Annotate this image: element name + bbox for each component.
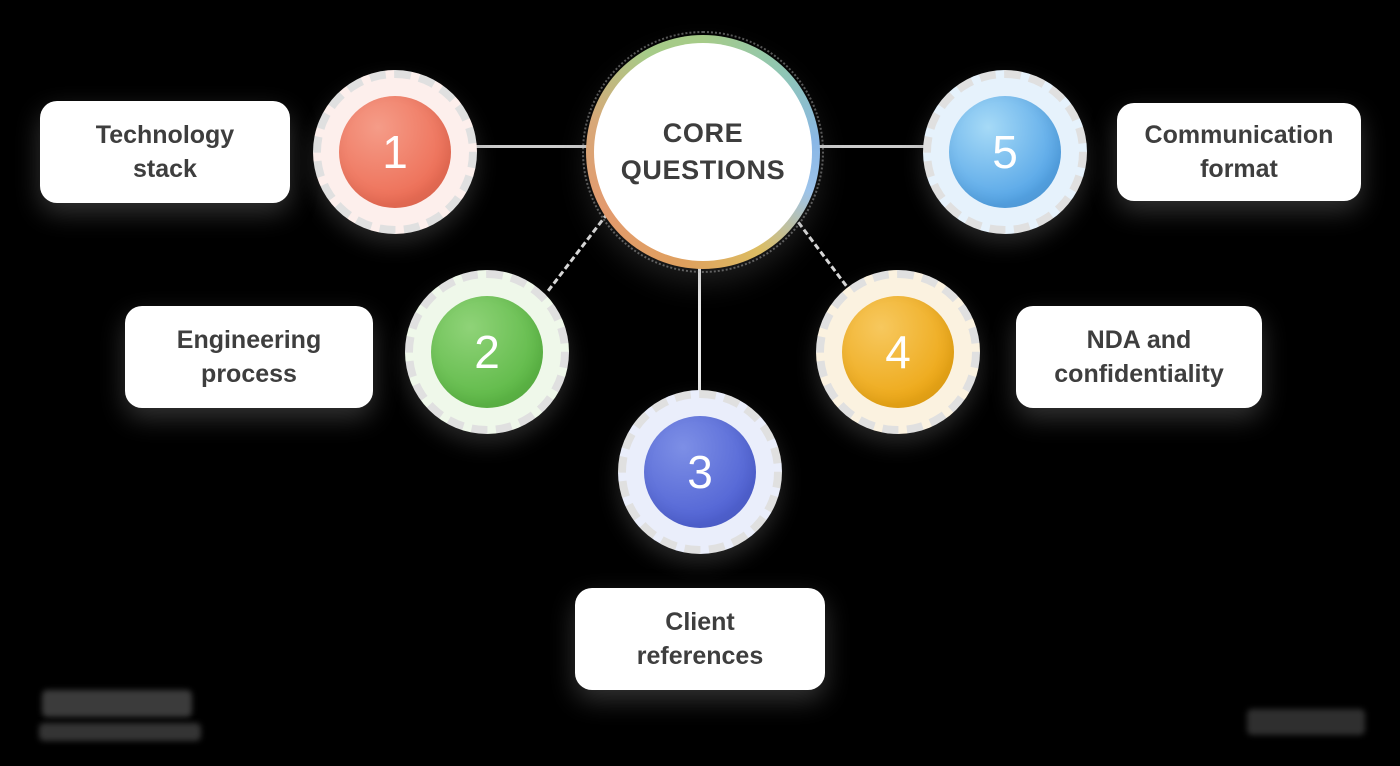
node-2-halo: 2 xyxy=(405,270,569,434)
core-title-line1: CORE xyxy=(662,118,744,148)
label-line2: process xyxy=(201,360,297,388)
label-line2: confidentiality xyxy=(1054,360,1224,388)
node-1-number: 1 xyxy=(382,126,408,178)
connector-center-to-node-2 xyxy=(546,212,609,292)
watermark-wordmark xyxy=(1247,709,1365,735)
label-line1: Communication xyxy=(1144,121,1334,149)
core-title-line2: QUESTIONS xyxy=(620,155,786,185)
node-4-halo: 4 xyxy=(816,270,980,434)
label-line2: format xyxy=(1200,155,1278,183)
node-4-number: 4 xyxy=(885,326,911,378)
label-box-communication-format: Communication format xyxy=(1117,103,1361,201)
label-line1: Client xyxy=(665,608,735,636)
node-3-number: 3 xyxy=(687,446,713,498)
connector-center-to-node-3 xyxy=(698,266,701,393)
label-line1: Engineering xyxy=(176,326,322,354)
node-3-halo: 3 xyxy=(618,390,782,554)
label-line1: NDA and xyxy=(1086,326,1192,354)
core-questions-inner: CORE QUESTIONS xyxy=(594,43,812,261)
label-line2: stack xyxy=(133,155,197,183)
node-5-halo: 5 xyxy=(923,70,1087,234)
label-box-technology-stack: Technology stack xyxy=(40,101,290,203)
node-3-circle: 3 xyxy=(644,416,756,528)
node-4-circle: 4 xyxy=(842,296,954,408)
node-1-circle: 1 xyxy=(339,96,451,208)
label-line1: Technology xyxy=(95,121,235,149)
node-2-number: 2 xyxy=(474,326,500,378)
core-questions-title: CORE QUESTIONS xyxy=(621,115,785,189)
core-questions-circle: CORE QUESTIONS xyxy=(582,31,824,273)
connector-center-to-node-5 xyxy=(813,145,936,148)
watermark-logo-subline xyxy=(39,723,201,741)
label-line2: references xyxy=(636,642,764,670)
connector-center-to-node-4 xyxy=(791,214,853,295)
node-5-circle: 5 xyxy=(949,96,1061,208)
label-box-client-references: Client references xyxy=(575,588,825,690)
node-5-number: 5 xyxy=(992,126,1018,178)
label-box-nda-confidentiality: NDA and confidentiality xyxy=(1016,306,1262,408)
node-2-circle: 2 xyxy=(431,296,543,408)
watermark-logo xyxy=(42,690,192,717)
label-box-engineering-process: Engineering process xyxy=(125,306,373,408)
connector-center-to-node-1 xyxy=(468,145,590,148)
node-1-halo: 1 xyxy=(313,70,477,234)
